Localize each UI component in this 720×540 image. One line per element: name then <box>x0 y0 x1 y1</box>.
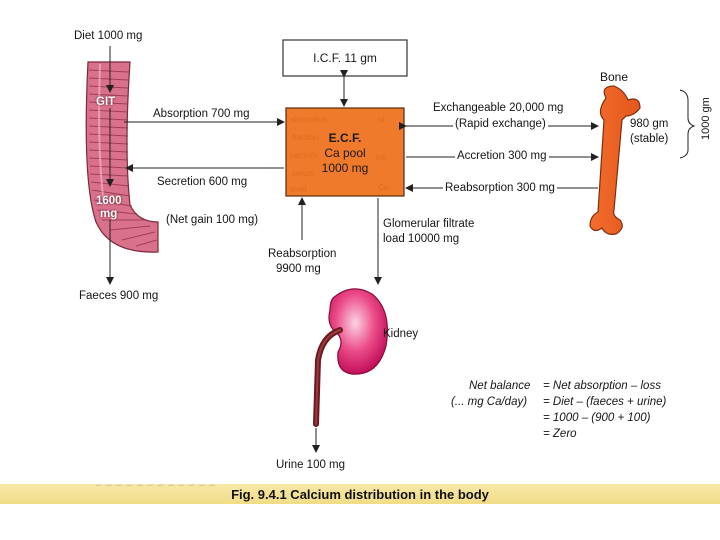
svg-text:serum: serum <box>292 169 315 178</box>
glomerular-label-line2: load 10000 mg <box>383 233 460 245</box>
balance-line3-right: = 1000 – (900 + 100) <box>543 412 651 424</box>
ecf-title: E.C.F. <box>328 131 362 145</box>
kidney-label: Kidney <box>383 328 419 340</box>
stable-label: (stable) <box>630 133 669 145</box>
net-gain-label: (Net gain 100 mg) <box>166 214 259 226</box>
bone-total-label: 1000 gm <box>700 97 712 140</box>
icf-label: I.C.F. 11 gm <box>313 51 377 65</box>
svg-text:of: of <box>378 115 385 124</box>
svg-text:level: level <box>290 185 307 194</box>
svg-text:fraction: fraction <box>292 133 318 142</box>
accretion-label: Accretion 300 mg <box>455 150 549 163</box>
bone-total-brace <box>679 89 696 159</box>
glomerular-label-line1: Glomerular filtrate <box>383 218 475 230</box>
kidney-illustration <box>313 288 388 427</box>
renal-reabsorption-label-line1: Reabsorption <box>268 248 337 260</box>
svg-text:ion: ion <box>376 153 387 162</box>
rapid-exchange-label: (Rapid exchange) <box>453 118 548 131</box>
balance-line1-left: Net balance <box>469 380 531 392</box>
ecf-amount-label: 1000 mg <box>321 161 369 175</box>
svg-text:Ca: Ca <box>378 183 389 192</box>
git-amount-label: 1600 <box>96 195 122 207</box>
bone-title: Bone <box>600 70 629 84</box>
git-unit-label: mg <box>100 208 118 220</box>
caption-band <box>0 484 720 504</box>
exchangeable-label: Exchangeable 20,000 mg <box>433 102 564 114</box>
secretion-label: Secretion 600 mg <box>157 176 248 188</box>
gut-illustration <box>85 61 159 253</box>
renal-reabsorption-label-line2: 9900 mg <box>276 263 321 275</box>
svg-text:calcium: calcium <box>290 151 317 160</box>
balance-line2-left: (... mg Ca/day) <box>451 396 528 408</box>
urine-label: Urine 100 mg <box>276 459 346 471</box>
diet-label: Diet 1000 mg <box>74 30 143 42</box>
svg-text:absorption: absorption <box>290 115 327 124</box>
balance-line1-right: = Net absorption – loss <box>543 380 661 392</box>
balance-line2-right: = Diet – (faeces + urine) <box>543 396 667 408</box>
figure-caption: Fig. 9.4.1 Calcium distribution in the b… <box>231 487 489 502</box>
git-label: GIT <box>96 96 116 108</box>
stable-amount-label: 980 gm <box>630 118 669 130</box>
bone-reabsorption-label: Reabsorption 300 mg <box>443 182 557 195</box>
bone-illustration <box>589 85 641 235</box>
absorption-label: Absorption 700 mg <box>153 108 250 120</box>
faeces-label: Faeces 900 mg <box>79 290 159 302</box>
ecf-pool-label: Ca pool <box>324 146 366 160</box>
balance-line4-right: = Zero <box>543 428 577 440</box>
